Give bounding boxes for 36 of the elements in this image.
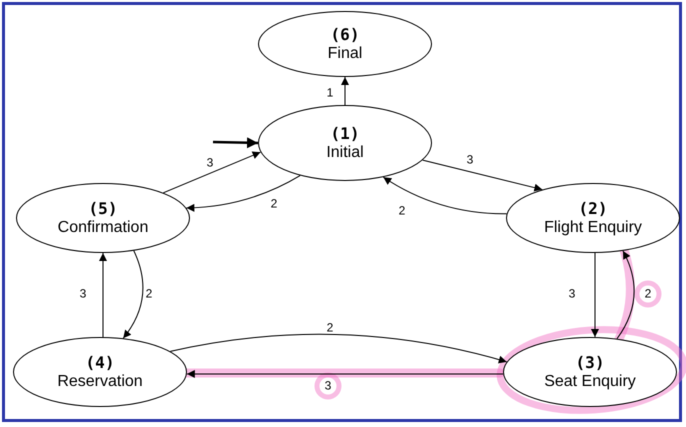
edge-label: 2 (398, 204, 406, 218)
edge-label: 3 (324, 380, 332, 392)
transition-arrow (170, 334, 508, 364)
transition-arrow (162, 152, 262, 194)
state-name: Initial (326, 143, 364, 162)
state-number: (5) (88, 199, 118, 218)
state-number: (2) (578, 199, 608, 218)
transition-arrow (616, 250, 635, 340)
edge-label: 3 (568, 288, 576, 300)
transition-arrow (186, 370, 504, 378)
state-ellipse (503, 337, 677, 407)
state-name: Confirmation (58, 218, 148, 237)
edge-label: 1 (326, 86, 334, 100)
transition-arrow (341, 76, 349, 106)
state-name: Reservation (57, 372, 143, 391)
transition-arrow (99, 252, 107, 338)
edge-label: 3 (466, 154, 474, 166)
state-name: Final (328, 44, 362, 63)
edge-label: 3 (78, 288, 88, 300)
state-name: Flight Enquiry (544, 218, 642, 237)
state-number: (6) (330, 25, 360, 44)
transition-arrow (591, 252, 599, 338)
edge-label: 2 (270, 198, 278, 210)
edge-label: 2 (326, 322, 334, 334)
edge-label: 2 (644, 288, 652, 300)
transition-arrow (382, 176, 508, 214)
transition-arrow (186, 175, 301, 212)
state-number: (1) (330, 124, 360, 143)
state-name: Seat Enquiry (544, 372, 636, 391)
edge-label: 2 (144, 288, 154, 300)
start-arrow (212, 137, 258, 148)
transition-arrow (422, 160, 543, 192)
transition-arrow (122, 250, 144, 339)
state-number: (4) (86, 353, 114, 372)
edge-label: 3 (206, 156, 214, 170)
state-number: (3) (576, 353, 604, 372)
